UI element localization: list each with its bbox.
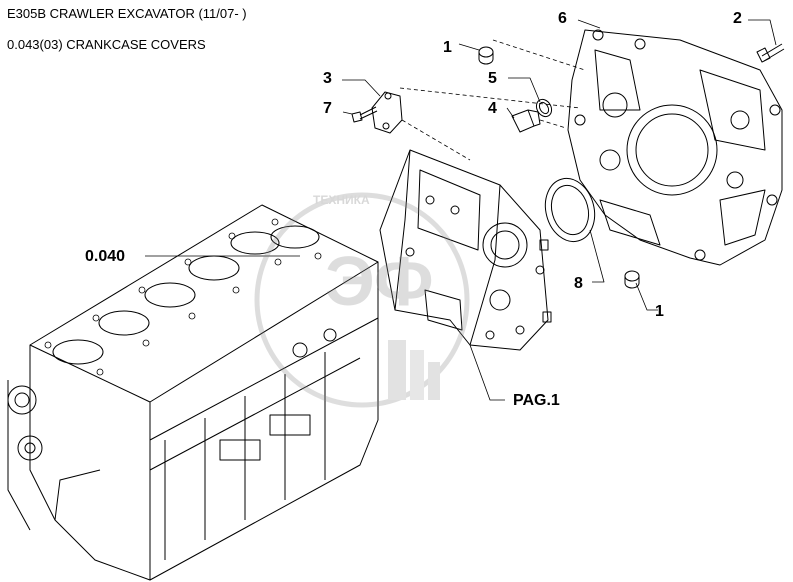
watermark-logo: ТЕХНИКА ЭФ bbox=[254, 192, 470, 408]
o-ring-5 bbox=[535, 98, 553, 118]
watermark-text: ТЕХНИКА bbox=[313, 193, 370, 207]
bolt-2 bbox=[756, 43, 785, 63]
cover-plate-3 bbox=[371, 91, 403, 134]
callout-3: 3 bbox=[323, 70, 332, 87]
plug-bottom bbox=[624, 270, 640, 289]
ref-page-1: PAG.1 bbox=[513, 392, 560, 409]
callout-1-top: 1 bbox=[443, 39, 452, 56]
engine-block bbox=[7, 204, 379, 581]
crankshaft-seal bbox=[544, 177, 596, 243]
callout-5: 5 bbox=[488, 70, 497, 87]
flywheel-housing bbox=[567, 29, 783, 266]
front-case bbox=[379, 149, 552, 351]
screw-7 bbox=[351, 106, 378, 123]
callout-8: 8 bbox=[574, 275, 583, 292]
watermark-letters: ЭФ bbox=[325, 242, 434, 320]
callout-4: 4 bbox=[488, 100, 497, 117]
callout-6: 6 bbox=[558, 10, 567, 27]
plug-4 bbox=[511, 109, 541, 133]
ref-block-0040: 0.040 bbox=[85, 248, 125, 265]
callout-1-bottom: 1 bbox=[655, 303, 664, 320]
diagram-title: E305B CRAWLER EXCAVATOR (11/07- ) bbox=[7, 6, 247, 21]
diagram-subtitle: 0.043(03) CRANKCASE COVERS bbox=[7, 37, 206, 52]
plug-top bbox=[478, 46, 494, 65]
callout-2: 2 bbox=[733, 10, 742, 27]
callout-7: 7 bbox=[323, 100, 332, 117]
